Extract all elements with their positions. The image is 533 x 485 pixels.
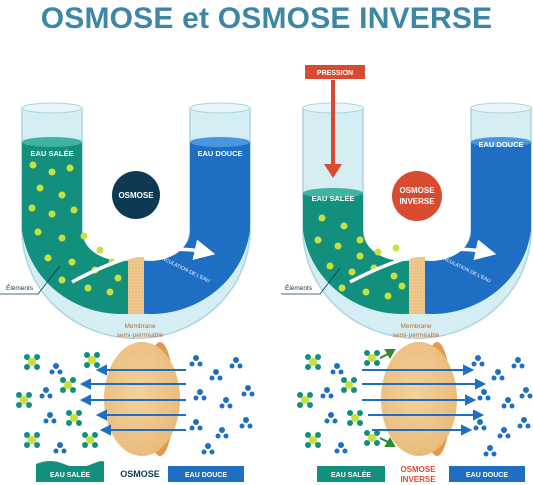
page-title: OSMOSE et OSMOSE INVERSE	[40, 2, 493, 35]
salt-water	[22, 142, 136, 315]
osmose-disc	[112, 171, 160, 219]
membrane-label-line1: Membrane	[124, 323, 155, 330]
salt-bar-label: EAU SALÉE	[50, 470, 90, 479]
elements-label: Éléments	[285, 283, 313, 292]
fresh-bar	[168, 466, 244, 482]
tube-rim-left	[21, 102, 83, 114]
fresh-surface	[190, 137, 250, 147]
fresh-water-label: EAU DOUCE	[478, 140, 523, 149]
inverse-disc-line1: OSMOSE	[399, 186, 435, 195]
osmose-bottom-label: OSMOSE	[120, 469, 160, 479]
blocked-arrows	[379, 349, 396, 447]
elements-label: Éléments	[6, 283, 34, 292]
membrane-label-line2: semi-perméable	[117, 332, 164, 339]
fresh-bar-label: EAU DOUCE	[466, 472, 508, 479]
water-molecules	[320, 355, 533, 457]
tube-rim-right	[470, 102, 532, 114]
fresh-surface	[471, 137, 531, 147]
salt-water-label: EAU SALÉE	[31, 149, 74, 158]
salt-bar	[36, 466, 104, 482]
osmose-disc-label: OSMOSE	[118, 191, 154, 200]
inverse-bottom-line2: INVERSE	[400, 475, 436, 484]
membrane-label-line1: Membrane	[400, 323, 431, 330]
salt-surface	[22, 137, 82, 147]
flow-arrows-inverse	[362, 364, 487, 436]
pressure-arrow-head	[324, 164, 342, 178]
fresh-water	[136, 142, 250, 315]
salt-clusters	[297, 350, 380, 448]
inverse-disc-line2: INVERSE	[399, 197, 435, 206]
inverse-disc	[392, 171, 442, 221]
membrane	[128, 257, 144, 314]
salt-clusters	[16, 352, 100, 448]
fresh-water-label: EAU DOUCE	[197, 149, 242, 158]
membrane-label-line2: semi-perméable	[393, 332, 440, 339]
salt-bar-label: EAU SALÉE	[331, 470, 371, 479]
pressure-badge	[305, 65, 365, 79]
membrane	[409, 257, 425, 314]
elements-pointer-diag	[37, 265, 61, 295]
inverse-u-tube	[302, 80, 532, 339]
salt-particles	[28, 161, 122, 296]
fresh-water	[417, 142, 531, 315]
flow-arrow	[71, 239, 216, 284]
fresh-bar-label: EAU DOUCE	[185, 472, 227, 479]
salt-bar	[317, 466, 385, 482]
pressure-label: PRESSION	[317, 70, 353, 77]
flow-arrows-osmose	[79, 364, 186, 436]
flow-arrow	[349, 239, 497, 284]
salt-water-label: EAU SALÉE	[312, 194, 355, 203]
water-molecules	[39, 355, 255, 455]
elements-pointer-diag	[319, 267, 341, 295]
tube-rim-right	[189, 102, 251, 114]
fresh-bar	[449, 466, 525, 482]
salt-particles	[314, 214, 406, 300]
osmose-u-tube	[21, 102, 251, 339]
salt-surface	[303, 188, 363, 198]
inverse-bottom-line1: OSMOSE	[400, 465, 436, 474]
